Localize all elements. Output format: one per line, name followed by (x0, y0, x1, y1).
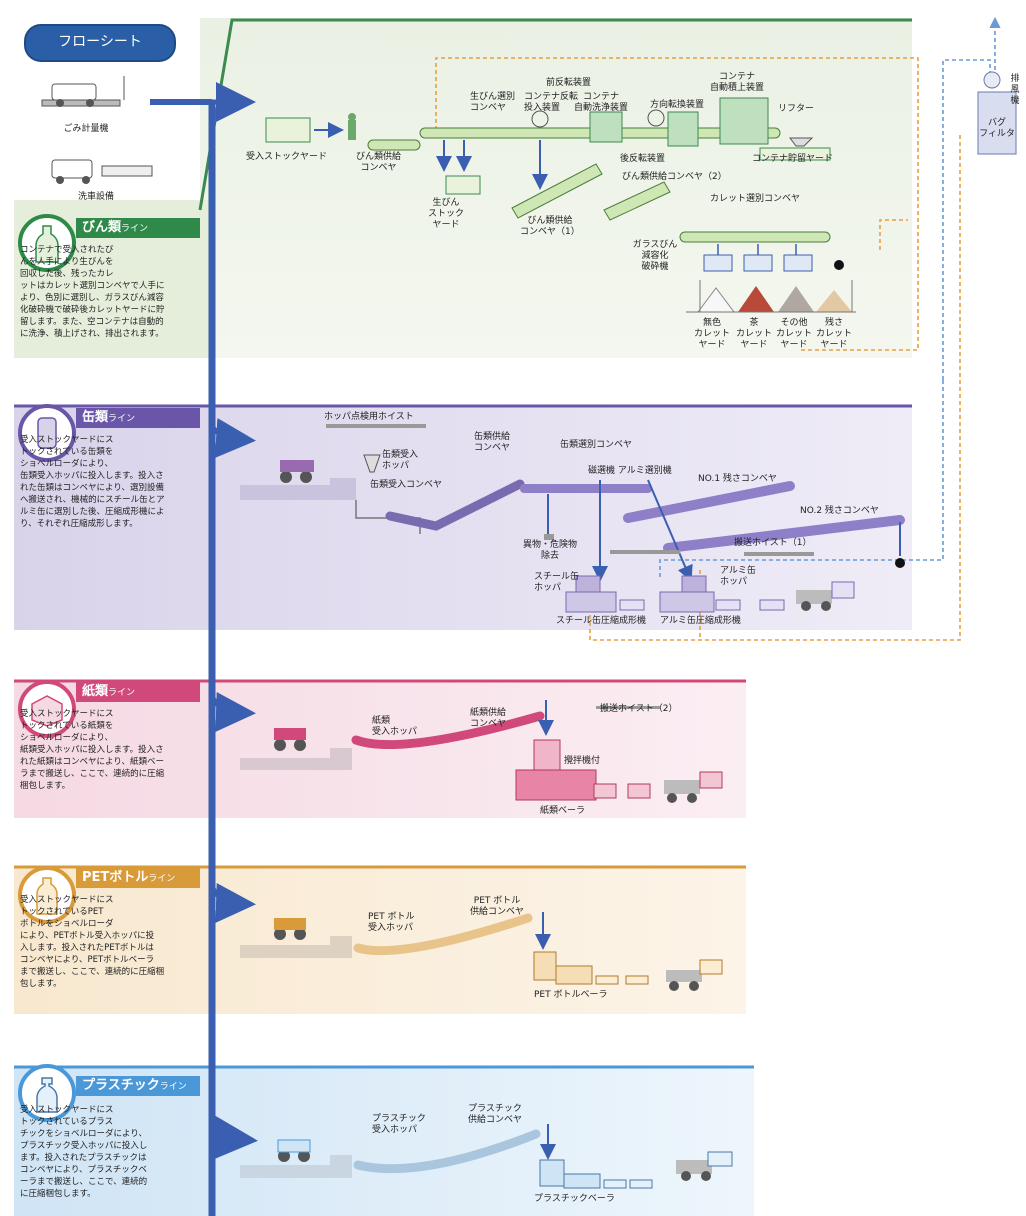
bag-filter: バグ フィルタ (979, 118, 1015, 139)
plastic-line-description: 受入ストックヤードにス トックされているプラス チックをショベルローダにより、 … (20, 1105, 148, 1199)
can-line-description: 受入ストックヤードにス トックされている缶類を ショベルローダにより、 缶類受入… (20, 435, 165, 529)
bottle-receive-yard: 受入ストックヤード (246, 152, 328, 162)
paper-receive-hopper: 紙類 受入ホッパ (372, 716, 418, 737)
container-yard: コンテナ貯留ヤード (752, 154, 834, 164)
hopper-inspect-hoist: ホッパ点検用ホイスト (324, 412, 414, 422)
paper-line-title: 紙類ライン (76, 682, 200, 702)
can-receive-conveyor: 缶類受入コンベヤ (370, 480, 443, 490)
paper-feed-conveyor: 紙類供給 コンベヤ (470, 708, 507, 729)
scale-label: ごみ計量機 (63, 124, 109, 134)
pet-icon (18, 866, 76, 924)
glass-crusher: ガラスびん 減容化 破砕機 (632, 240, 678, 272)
steel-can-press: スチール缶圧縮成形機 (556, 616, 647, 626)
bottle-feed-conveyor-1: びん類供給 コンベヤ（1） (520, 216, 580, 237)
can-receive-hopper: 缶類受入 ホッパ (382, 450, 419, 471)
foreign-matter-removal: 異物・危険物 除去 (522, 540, 577, 561)
pet-line-title: PETボトルライン (76, 868, 200, 888)
raw-bottle-stock: 生びん ストック ヤード (427, 198, 464, 230)
bottle-icon (18, 214, 76, 272)
no1-residue-conveyor: NO.1 残さコンベヤ (698, 474, 777, 484)
steel-can-hopper: スチール缶 ホッパ (534, 572, 580, 593)
residue-cullet-yard: 残さ カレット ヤード (815, 318, 852, 350)
clear-cullet-yard: 無色 カレット ヤード (693, 318, 730, 350)
exhaust-fan: 排 風 機 (1010, 74, 1020, 106)
pet-band (14, 866, 746, 1014)
pet-line-description: 受入ストックヤードにス トックされているPET ボトルをショベルローダ により、… (20, 895, 165, 989)
stirrer-label: 攪拌機付 (564, 756, 601, 766)
transport-hoist-1: 搬送ホイスト（1） (734, 538, 812, 548)
can-feed-conveyor: 缶類供給 コンベヤ (474, 432, 511, 453)
alu-can-press: アルミ缶圧縮成形機 (660, 616, 741, 626)
pet-baler: PET ボトルベーラ (534, 990, 608, 1000)
direction-change: 方向転換装置 (650, 100, 705, 110)
paper-baler: 紙類ベーラ (540, 806, 586, 816)
bottle-line-title: びん類ライン (76, 218, 200, 238)
wash-label: 洗車設備 (77, 192, 114, 202)
pet-receive-hopper: PET ボトル 受入ホッパ (368, 912, 415, 933)
rear-reverse: 後反転装置 (620, 154, 666, 164)
can-select-conveyor: 缶類選別コンベヤ (560, 440, 633, 450)
pet-feed-conveyor: PET ボトル 供給コンベヤ (470, 896, 525, 917)
plastic-line-title: プラスチックライン (76, 1076, 200, 1096)
paper-icon (18, 680, 76, 738)
brown-cullet-yard: 茶 カレット ヤード (735, 318, 772, 350)
lifter: リフター (778, 104, 815, 114)
plastic-receive-hopper: プラスチック 受入ホッパ (372, 1114, 426, 1135)
can-line-title: 缶類ライン (76, 408, 200, 428)
cullet-select-conveyor: カレット選別コンベヤ (710, 194, 801, 204)
magnet-alu-separator: 磁選機 アルミ選別機 (588, 466, 672, 476)
alu-can-hopper: アルミ缶 ホッパ (720, 566, 756, 587)
container-reverse: コンテナ反転 投入装置 (524, 92, 579, 113)
flowsheet-title: フローシート (24, 24, 176, 62)
plastic-baler: プラスチックベーラ (534, 1194, 615, 1204)
container-wash: コンテナ 自動洗浄装置 (574, 92, 629, 113)
front-reverse: 前反転装置 (546, 78, 592, 88)
can-icon (18, 404, 76, 462)
plastic-feed-conveyor: プラスチック 供給コンベヤ (468, 1104, 523, 1125)
transport-hoist-2: 搬送ホイスト（2） (600, 704, 678, 714)
raw-select-conveyor: 生びん選別 コンベヤ (470, 92, 516, 113)
paper-line-description: 受入ストックヤードにス トックされている紙類を ショベルローダにより、 紙類受入… (20, 709, 165, 791)
bottle-feed-conveyor: びん類供給 コンベヤ (356, 152, 402, 173)
container-stacker: コンテナ 自動積上装置 (710, 72, 765, 93)
plastic-icon (18, 1064, 76, 1122)
bottle-line-description: コンテナで受入されたび んを人手により生びんを 回収した後、残ったカレ ットはカ… (20, 245, 165, 339)
bottle-feed-conveyor-2: びん類供給コンベヤ（2） (622, 172, 727, 182)
other-cullet-yard: その他 カレット ヤード (775, 318, 812, 350)
paper-band (14, 680, 746, 818)
no2-residue-conveyor: NO.2 残さコンベヤ (800, 506, 879, 516)
